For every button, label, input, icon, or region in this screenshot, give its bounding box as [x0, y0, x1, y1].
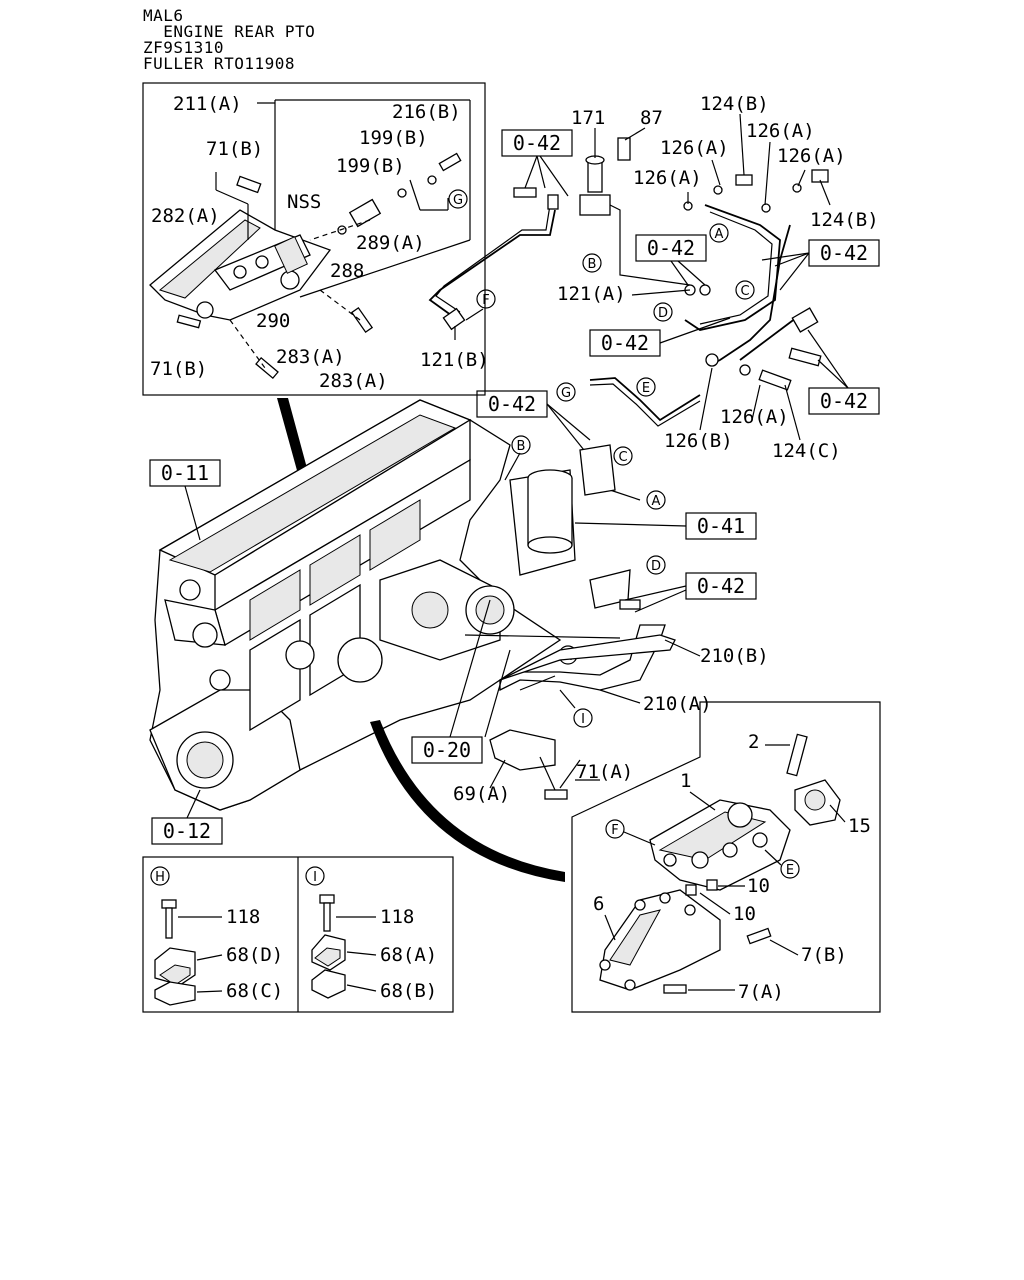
header-title: ENGINE REAR PTO: [143, 22, 316, 41]
clamp-h-drawing: [154, 899, 196, 1006]
svg-text:F: F: [482, 293, 489, 308]
label-68c: 68(C): [226, 980, 283, 1002]
ref-0-42-d: 0-42: [601, 331, 649, 355]
label-211a: 211(A): [173, 93, 242, 115]
label-71a: 71(A): [576, 761, 633, 783]
label-68b: 68(B): [380, 980, 437, 1002]
callout-g-inset-text: G: [453, 193, 463, 208]
label-126b: 126(B): [664, 430, 733, 452]
svg-text:A: A: [715, 227, 724, 242]
svg-text:A: A: [652, 494, 661, 509]
label-126a-4: 126(A): [777, 145, 846, 167]
callout-i-clamp: [305, 866, 325, 886]
label-126a-2: 126(A): [746, 120, 815, 142]
label-124b-top: 124(B): [700, 93, 769, 115]
label-288: 288: [330, 260, 364, 282]
label-6: 6: [593, 893, 604, 915]
pto-linkage-drawing: [149, 152, 462, 380]
svg-text:I: I: [581, 712, 585, 727]
label-7b: 7(B): [801, 944, 847, 966]
ref-0-42-e: 0-42: [820, 389, 868, 413]
svg-text:B: B: [588, 257, 597, 272]
ref-0-42-g: 0-42: [697, 574, 745, 598]
ref-0-11: 0-11: [161, 461, 209, 485]
callout-i-clamp-text: I: [313, 870, 317, 885]
label-69a: 69(A): [453, 783, 510, 805]
label-68a: 68(A): [380, 944, 437, 966]
callout-f-pump: [605, 819, 625, 839]
engine-block-drawing: [149, 399, 676, 811]
callout-e-pump-text: E: [786, 863, 794, 878]
header-model: MAL6: [143, 6, 184, 25]
ref-0-12: 0-12: [163, 819, 211, 843]
ref-0-42-a: 0-42: [513, 131, 561, 155]
label-289a: 289(A): [356, 232, 425, 254]
ref-0-41: 0-41: [697, 514, 745, 538]
svg-text:C: C: [740, 284, 749, 299]
label-7a: 7(A): [738, 981, 784, 1003]
label-282a: 282(A): [151, 205, 220, 227]
ref-0-20: 0-20: [423, 738, 471, 762]
header-transmission-2: FULLER RTO11908: [143, 54, 295, 73]
inset-pump-box: [571, 701, 881, 1013]
label-121a: 121(A): [557, 283, 626, 305]
header-transmission-1: ZF9S1310: [143, 38, 225, 57]
label-216b: 216(B): [392, 101, 461, 123]
label-87: 87: [640, 107, 663, 129]
ref-0-42-b: 0-42: [647, 236, 695, 260]
label-210a: 210(A): [643, 693, 712, 715]
label-15: 15: [848, 815, 871, 837]
injection-pump-drawing: [599, 733, 841, 994]
label-10-lower: 10: [733, 903, 756, 925]
callout-h-clamp: [150, 866, 170, 886]
label-71b-top: 71(B): [206, 138, 263, 160]
ref-box-0-20: [411, 736, 483, 764]
svg-text:G: G: [561, 386, 571, 401]
label-124c: 124(C): [772, 440, 841, 462]
label-283a-right: 283(A): [319, 370, 388, 392]
svg-text:C: C: [618, 450, 627, 465]
label-68d: 68(D): [226, 944, 283, 966]
label-126a-5: 126(A): [720, 406, 789, 428]
label-199b-lower: 199(B): [336, 155, 405, 177]
label-2: 2: [748, 731, 759, 753]
callout-f-pump-text: F: [611, 823, 618, 838]
label-118-h: 118: [226, 906, 260, 928]
hose-assembly-drawing: [428, 137, 829, 427]
label-10-upper: 10: [747, 875, 770, 897]
label-126a-1: 126(A): [660, 137, 729, 159]
ref-0-42-c: 0-42: [820, 241, 868, 265]
inset-pto-detail-box: [142, 82, 486, 396]
label-199b-upper: 199(B): [359, 127, 428, 149]
svg-text:D: D: [658, 306, 668, 321]
label-171: 171: [571, 107, 605, 129]
callout-h-clamp-text: H: [155, 870, 165, 885]
label-126a-3: 126(A): [633, 167, 702, 189]
svg-text:B: B: [517, 439, 526, 454]
svg-text:E: E: [642, 381, 650, 396]
label-283a-left: 283(A): [276, 346, 345, 368]
label-118-i: 118: [380, 906, 414, 928]
callout-e-pump: [780, 859, 800, 879]
label-71b-bottom: 71(B): [150, 358, 207, 380]
label-210b: 210(B): [700, 645, 769, 667]
svg-text:D: D: [651, 559, 661, 574]
label-121b: 121(B): [420, 349, 489, 371]
label-1: 1: [680, 770, 691, 792]
label-124b-right: 124(B): [810, 209, 879, 231]
label-290: 290: [256, 310, 290, 332]
label-nss: NSS: [287, 191, 321, 213]
callout-g-inset: [448, 189, 468, 209]
ref-0-42-f: 0-42: [488, 392, 536, 416]
ref-box-0-42-e: [808, 387, 880, 415]
clamp-i-drawing: [311, 894, 346, 999]
